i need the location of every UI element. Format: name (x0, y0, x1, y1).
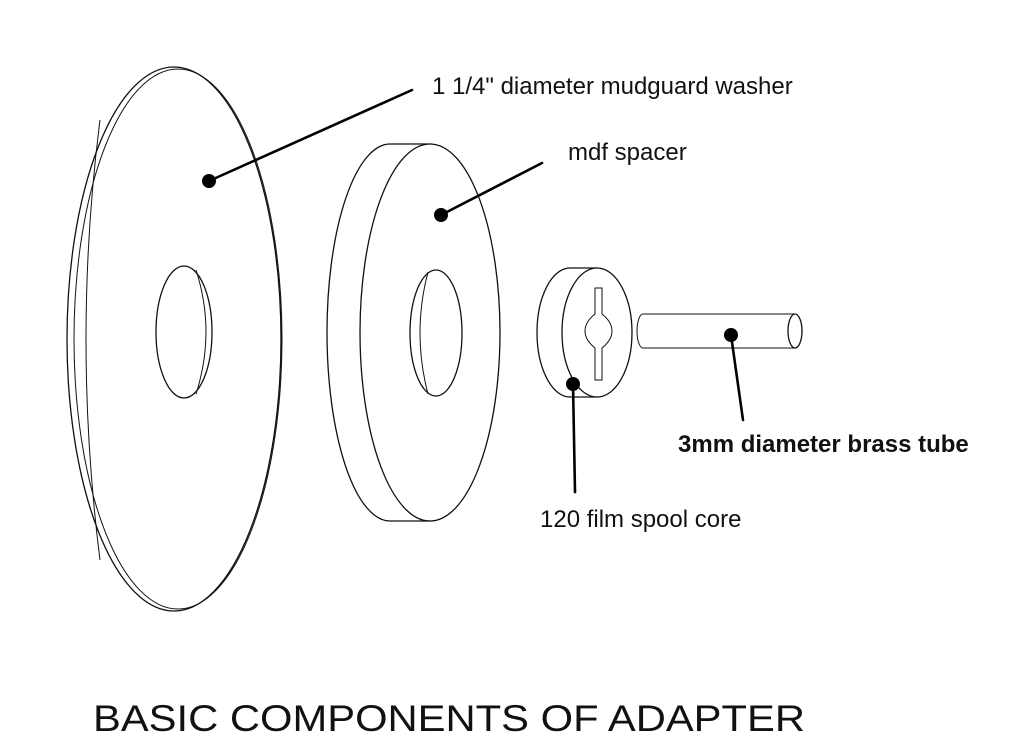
core-leader-line (571, 382, 577, 494)
washer-label: 1 1/4" diameter mudguard washer (432, 73, 793, 100)
spacer-leader-dot (434, 208, 448, 222)
film-spool-core (536, 267, 633, 398)
spacer-label: mdf spacer (568, 139, 687, 166)
spacer-center-hole (409, 269, 463, 397)
mudguard-washer (66, 66, 283, 612)
spacer-leader-line (439, 161, 544, 217)
mdf-spacer (326, 143, 501, 522)
brass-tube (636, 313, 803, 349)
tube-label: 3mm diameter brass tube (678, 431, 969, 458)
tube-leader-dot (724, 328, 738, 342)
washer-center-hole (155, 265, 213, 399)
washer-leader-dot (202, 174, 216, 188)
core-label: 120 film spool core (540, 506, 741, 533)
diagram-title: BASIC COMPONENTS OF ADAPTER (93, 698, 805, 739)
core-leader-dot (566, 377, 580, 391)
tube-leader-line (729, 333, 745, 422)
washer-leader-line (207, 88, 414, 183)
spool-core-slot (584, 287, 613, 381)
